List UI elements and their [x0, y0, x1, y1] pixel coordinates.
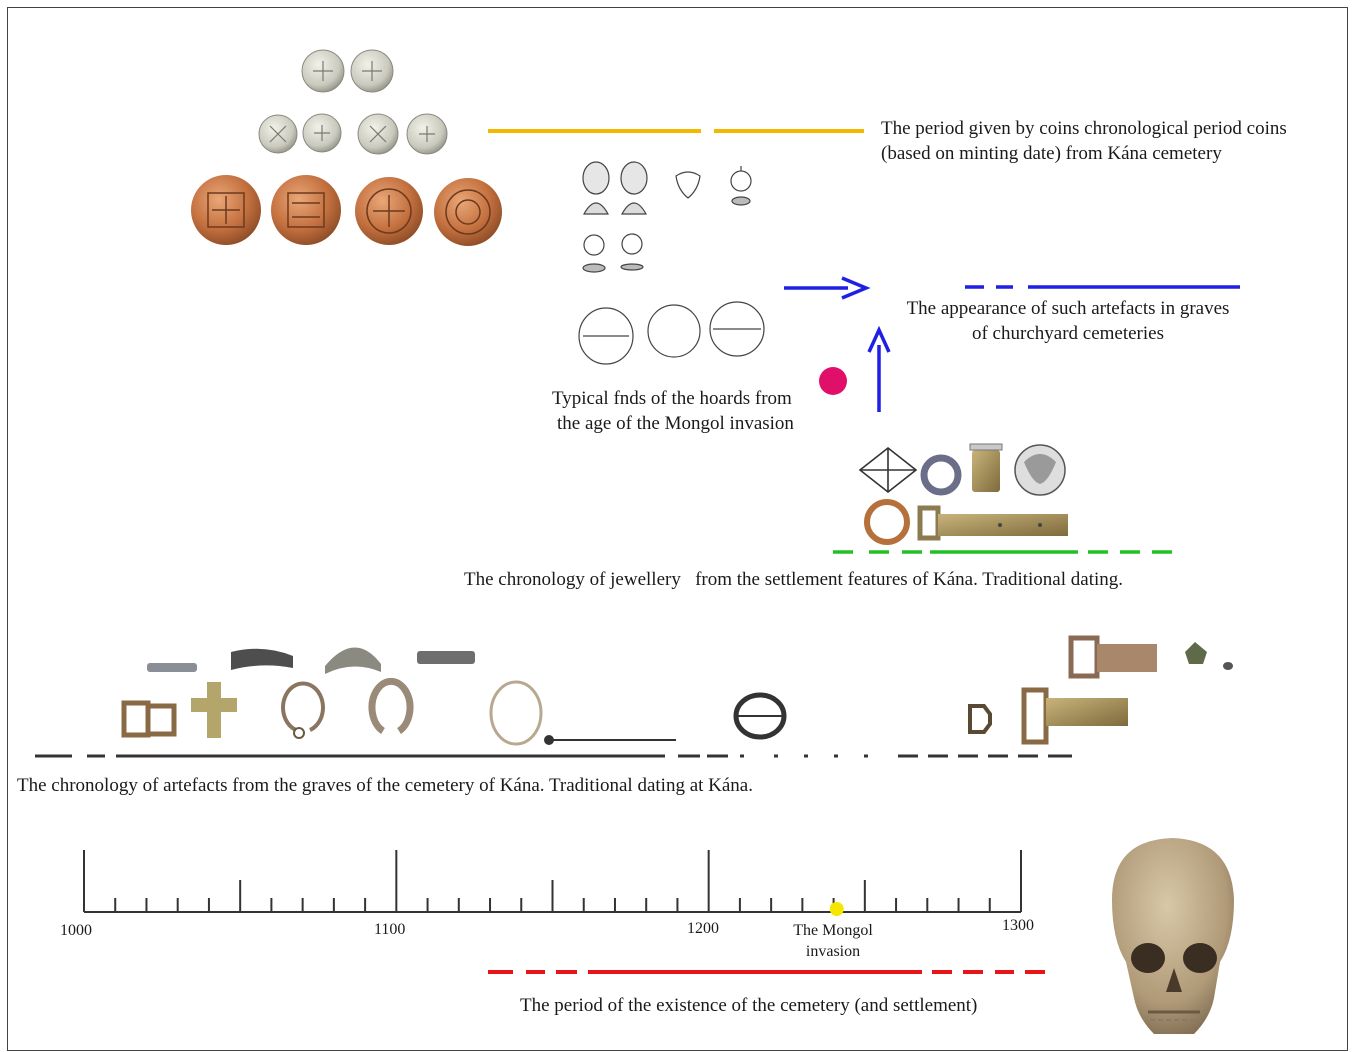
churchyard-label-line2: of churchyard cemeteries [878, 321, 1258, 346]
tick-label-1000: 1000 [60, 920, 92, 941]
buckle-icon [972, 450, 1000, 492]
ring-drawing-icon [583, 162, 609, 194]
mongol-invasion-marker [830, 902, 844, 916]
settlement-jewellery [860, 444, 1068, 542]
hoard-marker [819, 367, 847, 395]
coins-label-line2: (based on minting date) from Kána cemete… [881, 141, 1222, 166]
grave-artefacts [124, 638, 1233, 745]
graves-label: The chronology of artefacts from the gra… [17, 773, 753, 798]
silver-coins-top [259, 50, 447, 154]
timeline-axis [84, 850, 1021, 912]
churchyard-label-line1: The appearance of such artefacts in grav… [878, 296, 1258, 321]
hoards-label-line1: Typical fnds of the hoards from [552, 386, 792, 411]
tick-label-1100: 1100 [374, 919, 405, 940]
cross-pendant-icon [191, 682, 237, 738]
hoard-finds-drawings [579, 162, 764, 364]
copper-coins [191, 175, 502, 246]
mongol-label-line2: invasion [783, 941, 883, 962]
settlement-label: The chronology of jewellery from the set… [464, 567, 1123, 592]
cemetery-label: The period of the existence of the cemet… [520, 993, 977, 1018]
tick-label-1300: 1300 [1002, 915, 1034, 936]
mongol-label-line1: The Mongol [783, 920, 883, 941]
tick-label-1200: 1200 [687, 918, 719, 939]
coins-label-line1: The period given by coins chronological … [881, 116, 1287, 141]
skull-icon [1112, 838, 1234, 1034]
hoards-label-line2: the age of the Mongol invasion [557, 411, 794, 436]
